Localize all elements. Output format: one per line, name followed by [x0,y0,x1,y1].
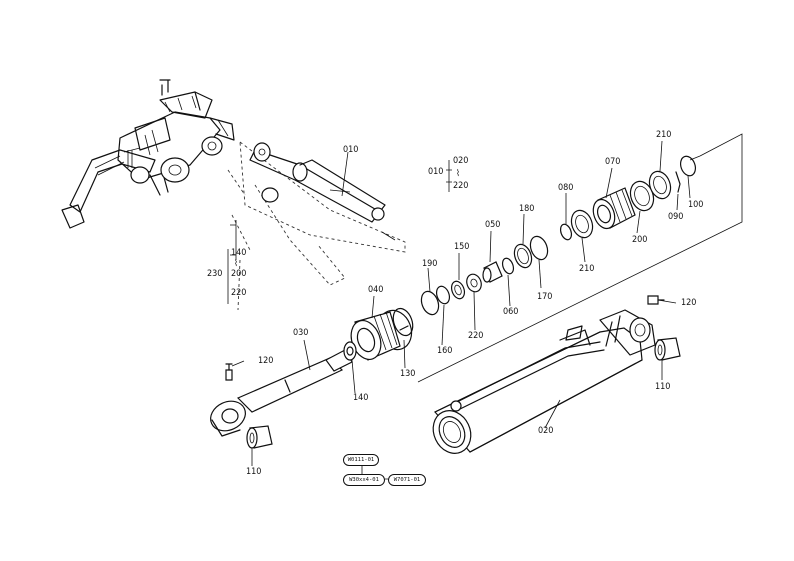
ring-170 [529,235,549,261]
part-label-210-top: 210 [656,130,672,140]
part-label-120-right: 120 [681,298,697,308]
group-230-parent: 230 [207,269,223,279]
part-label-190: 190 [422,259,438,269]
group-230-first: 140 [231,248,247,258]
cylinder-tube-020 [432,309,656,454]
grease-nipple-120-left [225,363,233,381]
group-010-separator: ⌇ [456,169,460,179]
piston-040 [350,309,413,361]
part-label-170: 170 [537,292,553,302]
washer-220 [466,273,482,293]
group-010-parent: 010 [428,167,444,177]
part-label-180: 180 [519,204,535,214]
ring-080 [559,223,573,241]
part-label-220: 220 [468,331,484,341]
part-label-080: 080 [558,183,574,193]
bushing-110-right [654,337,681,361]
part-label-090: 090 [668,212,684,222]
stamp-connectors [361,465,388,480]
ring-210-middle [570,209,594,239]
group-230-last: 220 [231,288,247,298]
part-label-160: 160 [437,346,453,356]
piston-rod-030 [210,349,353,437]
part-label-150: 150 [454,242,470,252]
group-010-last: 220 [453,181,469,191]
part-label-050: 050 [485,220,501,230]
part-label-110-left: 110 [246,467,262,477]
group-010-first: 020 [453,156,469,166]
leader-lines [227,133,743,466]
part-label-030: 030 [293,328,309,338]
rod-cover-070 [592,187,636,230]
part-label-100: 100 [688,200,704,210]
ring-180 [513,243,533,269]
part-label-120-left: 120 [258,356,274,366]
part-label-070: 070 [605,157,621,167]
part-label-110-right: 110 [655,382,671,392]
part-label-020: 020 [538,426,554,436]
boom-illustration [227,141,406,311]
part-label-060: 060 [503,307,519,317]
ring-060 [501,257,515,275]
part-label-010: 010 [343,145,359,155]
group-230-separator: ⌇ [234,259,238,269]
part-label-130: 130 [400,369,416,379]
grease-nipple-120-right [647,295,665,305]
o-ring-190 [420,290,440,316]
group-230-mid: 200 [231,269,247,279]
reference-stamp-2: W30xx4-01 [343,474,385,486]
pin-090 [675,171,681,193]
ring-210-top [648,170,672,200]
nut-140 [343,341,357,361]
ring-150 [450,280,466,300]
reference-stamp-1: W0111-01 [343,454,379,466]
ring-160 [435,285,451,305]
bushing-050 [482,261,503,283]
part-label-210-middle: 210 [579,264,595,274]
seal-130 [392,307,414,337]
part-label-200: 200 [632,235,648,245]
snap-ring-100 [679,155,697,177]
tractor-backhoe-illustration [61,79,235,229]
bushing-110-left [246,425,273,449]
part-label-140: 140 [353,393,369,403]
reference-stamp-3: W7071-01 [388,474,426,486]
part-label-040: 040 [368,285,384,295]
